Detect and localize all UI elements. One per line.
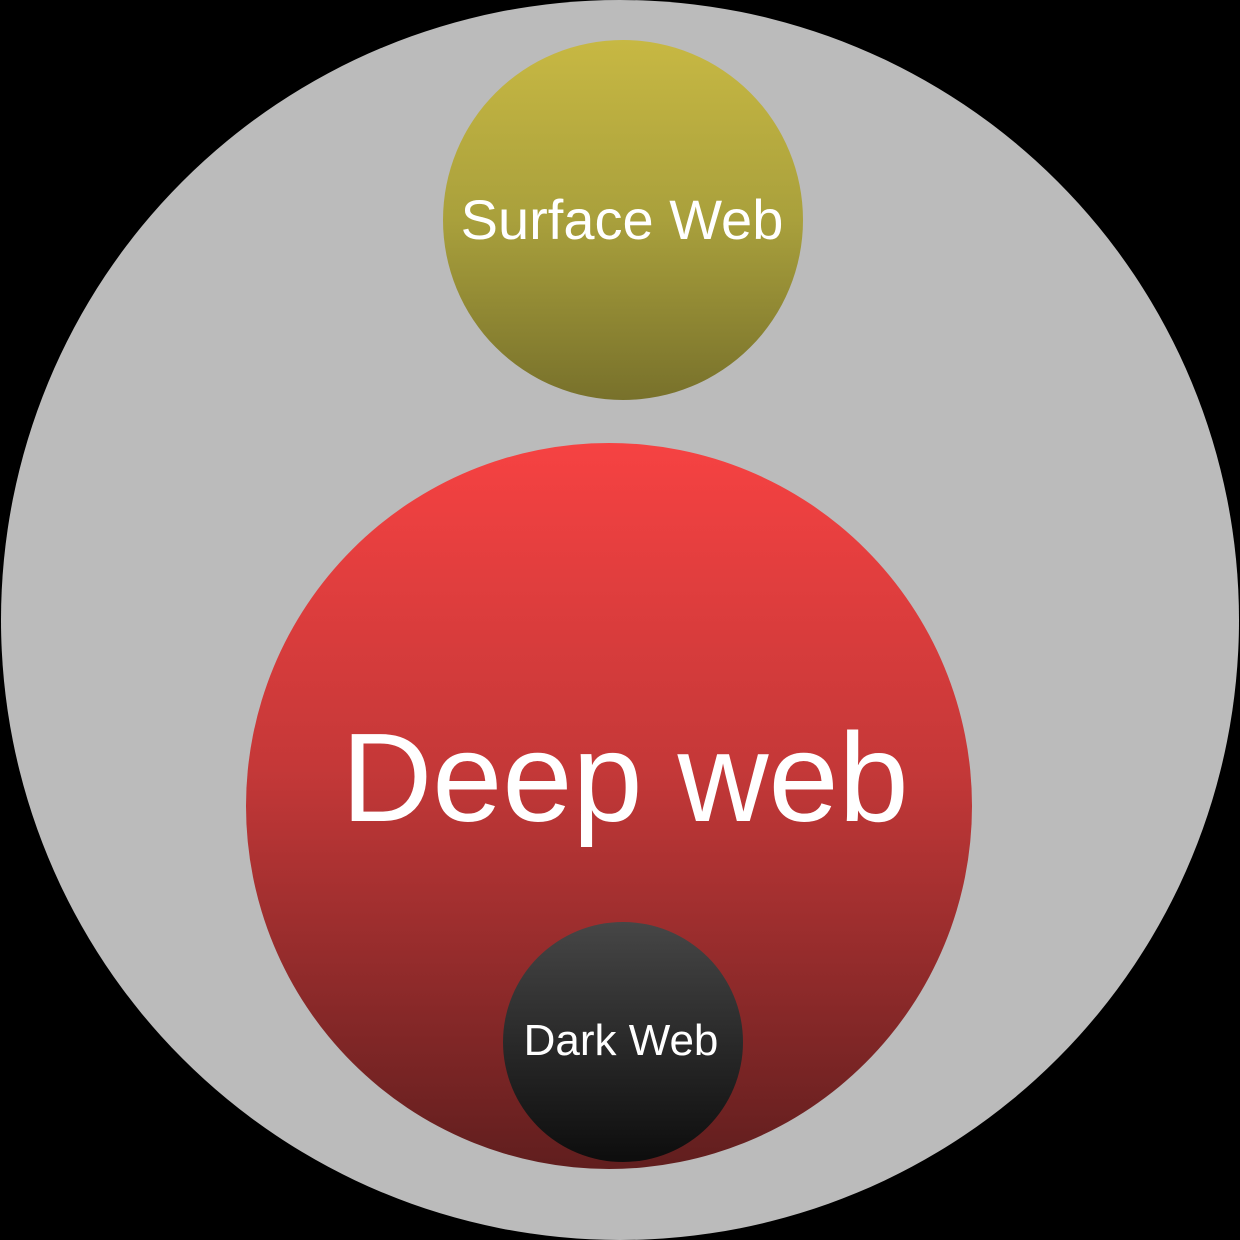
surface-web-circle (443, 40, 803, 400)
surface-web-label: Surface Web (460, 188, 784, 251)
deep-web-label: Deep web (341, 707, 909, 848)
dark-web-label: Dark Web (523, 1016, 719, 1065)
dark-web-circle (503, 922, 743, 1162)
